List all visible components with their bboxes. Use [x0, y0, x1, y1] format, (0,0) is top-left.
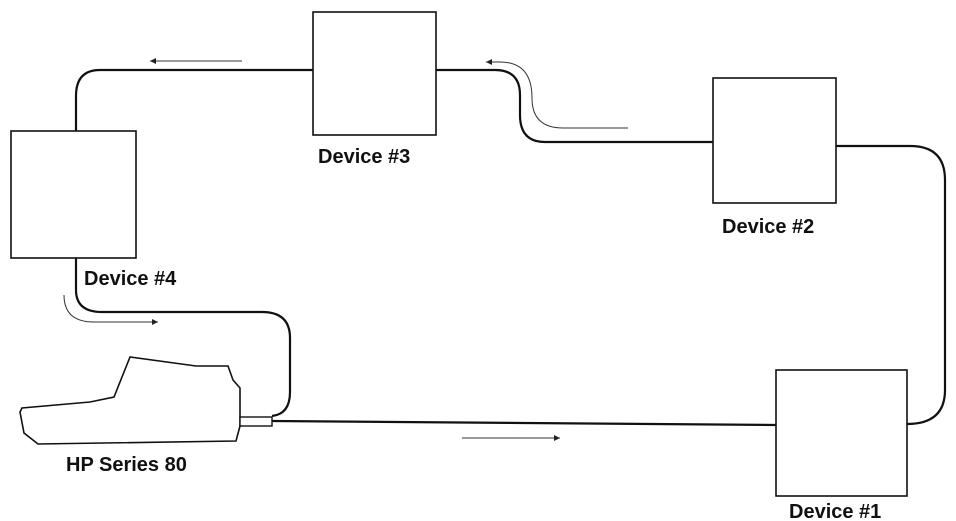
hp-series-80-computer — [20, 357, 272, 444]
hp-series-80-label: HP Series 80 — [66, 454, 187, 476]
device-4-label: Device #4 — [84, 268, 177, 290]
device-2-label: Device #2 — [722, 216, 814, 238]
device-2-box — [713, 78, 836, 203]
device-4-box — [11, 131, 136, 258]
device-3-label: Device #3 — [318, 146, 410, 168]
device-1-label: Device #1 — [789, 501, 881, 521]
device-1-box — [776, 370, 907, 496]
device-3-box — [313, 12, 436, 135]
